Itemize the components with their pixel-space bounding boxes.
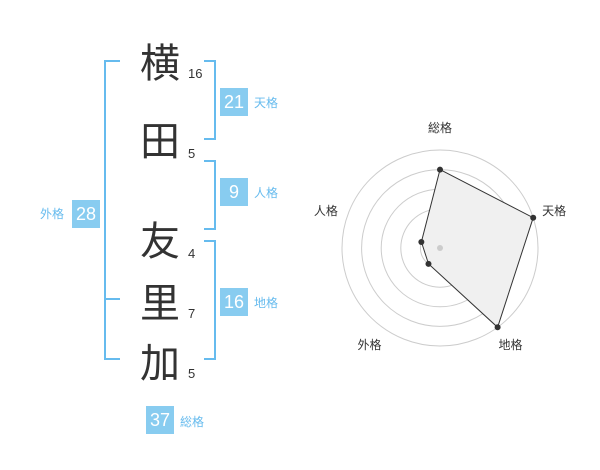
- name-char-3: 友: [140, 219, 180, 265]
- name-char-5: 加: [140, 341, 180, 387]
- tenkaku-badge: 21: [220, 88, 248, 116]
- tenkaku-bracket-top: [204, 60, 216, 62]
- jinkaku-label: 人格: [254, 186, 279, 200]
- gaikaku-bracket-top: [104, 60, 120, 62]
- chikaku-bracket: [214, 240, 216, 360]
- gaikaku-label: 外格: [40, 207, 65, 221]
- chikaku-label: 地格: [254, 296, 279, 310]
- chikaku-bracket-bottom: [204, 358, 216, 360]
- radar-polygon: [420, 168, 534, 329]
- radar-center-point: [437, 245, 443, 251]
- jinkaku-bracket: [214, 160, 216, 230]
- radar-point-4: [425, 260, 432, 267]
- stroke-count-2: 5: [188, 146, 196, 161]
- tenkaku-bracket: [214, 60, 216, 140]
- chikaku-badge: 16: [220, 288, 248, 316]
- gaikaku-bracket-mid: [104, 298, 120, 300]
- radar-axis-label-5: 人格: [314, 203, 338, 218]
- stroke-count-3: 4: [188, 246, 196, 261]
- jinkaku-bracket-top: [204, 160, 216, 162]
- radar-point-3: [494, 324, 501, 331]
- name-char-1: 横: [140, 41, 180, 87]
- name-char-4: 里: [140, 281, 180, 327]
- jinkaku-badge: 9: [220, 178, 248, 206]
- radar-ring-5: [341, 149, 539, 347]
- stroke-count-1: 16: [188, 66, 203, 81]
- radar-point-5: [418, 238, 425, 245]
- tenkaku-label: 天格: [254, 96, 279, 110]
- radar-axis-label-3: 地格: [498, 337, 522, 352]
- stroke-count-5: 5: [188, 366, 196, 381]
- stroke-count-4: 7: [188, 306, 196, 321]
- gaikaku-bracket: [104, 60, 106, 360]
- tenkaku-bracket-bottom: [204, 138, 216, 140]
- jinkaku-bracket-bottom: [204, 228, 216, 230]
- name-char-2: 田: [140, 119, 180, 165]
- radar-point-1: [437, 166, 443, 173]
- chikaku-bracket-top: [204, 240, 216, 242]
- gaikaku-badge: 28: [72, 200, 100, 228]
- soukaku-badge: 37: [146, 406, 174, 434]
- radar-axis-label-4: 外格: [357, 337, 381, 352]
- radar-axis-label-1: 総格: [428, 120, 452, 135]
- radar-point-2: [530, 214, 537, 221]
- gaikaku-bracket-bottom: [104, 358, 120, 360]
- soukaku-label: 総格: [180, 415, 205, 429]
- radar-axis-label-2: 天格: [542, 203, 566, 218]
